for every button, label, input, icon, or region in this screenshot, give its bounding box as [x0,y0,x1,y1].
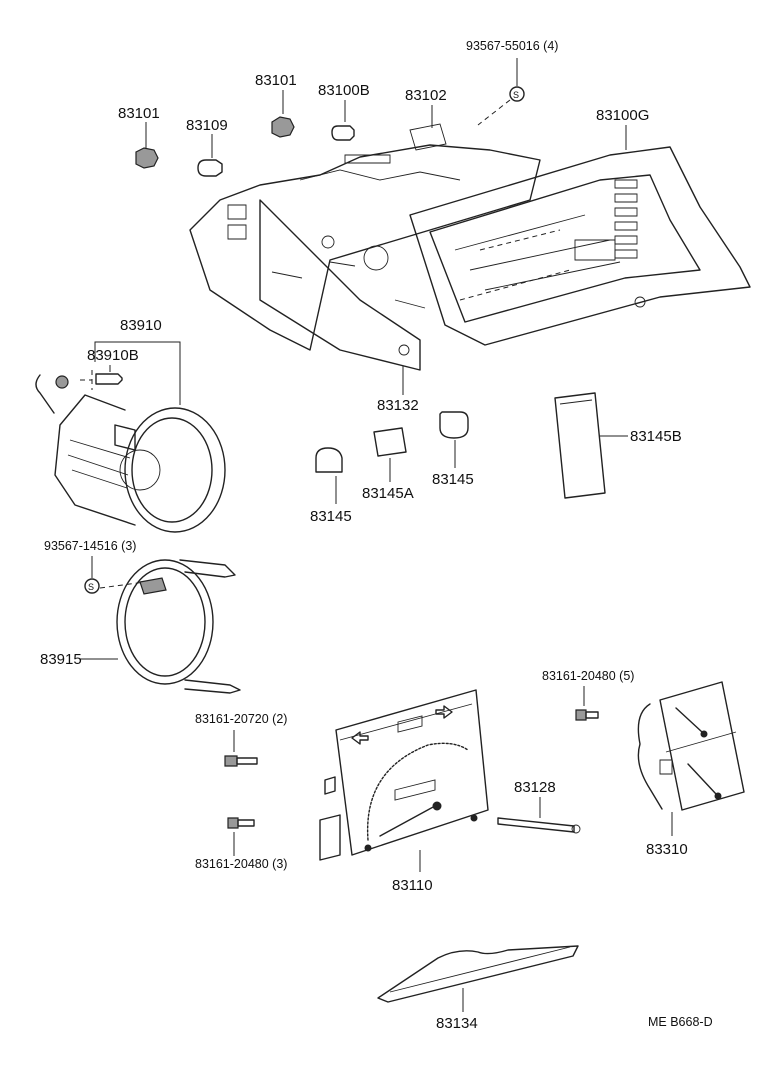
part-83132-group: 83132 [377,366,419,414]
label-83101-right: 83101 [255,72,297,89]
mounting-ring-83915 [116,559,214,685]
screw-93567-55016-group: 93567-55016 (4) S [466,39,558,126]
cover-83145B [554,392,606,499]
part-83110-group: 83110 [319,689,489,894]
label-83910B: 83910B [87,347,139,364]
label-83915: 83915 [40,651,82,668]
label-83145B: 83145B [630,428,682,445]
label-83132: 83132 [377,397,419,414]
label-93567-55016: 93567-55016 (4) [466,39,558,53]
label-83128: 83128 [514,779,556,796]
bolt-83161-20480-5 [575,709,587,721]
turn-signal-arrows [351,705,453,745]
label-83161-20480-3: 83161-20480 (3) [195,857,287,871]
bulb-83109 [197,159,223,177]
label-83100B: 83100B [318,82,370,99]
label-83161-20480-5: 83161-20480 (5) [542,669,634,683]
bolt-83161-20720-group: 83161-20720 (2) [195,712,287,767]
lens-83145-left [315,447,343,473]
part-83145-right-group: 83145 [432,411,474,488]
part-83128-group: 83128 [497,779,581,834]
gauge-83310 [659,681,745,811]
diagram-code: ME B668-D [648,1015,713,1029]
tach-body [54,394,136,526]
cluster-housing-group: 83102 83100G [189,87,751,371]
bolt-83161-20480-3 [227,817,239,829]
screw-symbol-letter: S [513,90,519,100]
label-93567-14516: 93567-14516 (3) [44,539,136,553]
speed-dial-arc [366,742,469,841]
speedometer-83110 [335,689,489,856]
label-83102: 83102 [405,87,447,104]
label-83109: 83109 [186,117,228,134]
part-83134-group: 83134 [377,945,579,1032]
lower-cover-83134 [377,945,579,1003]
tach-bezel-ring [124,407,226,533]
label-83110: 83110 [392,877,433,894]
lens-83145A [373,427,407,457]
bulb-83100B [331,125,355,141]
part-83101-right-group: 83101 [255,72,297,138]
label-83145-left: 83145 [310,508,352,525]
label-83161-20720: 83161-20720 (2) [195,712,287,726]
label-83310: 83310 [646,841,688,858]
screw-symbol-icon-2 [84,578,100,594]
bulb-83910B [95,373,123,385]
part-83910-group: 83910 83910B [35,317,226,533]
label-83145-right: 83145 [432,471,474,488]
part-83109-group: 83109 [186,117,228,177]
part-83145A-group: 83145A [362,427,414,502]
label-83101-left: 83101 [118,105,160,122]
bolt-83161-20720 [224,755,238,767]
label-83145A: 83145A [362,485,414,502]
part-83100B-group: 83100B [318,82,370,141]
part-83145B-group: 83145B [554,392,682,499]
bulb-socket-83101-right [271,116,295,138]
screw-symbol-icon [509,86,525,102]
part-83915-group: 93567-14516 (3) S 83915 [40,539,241,694]
lens-83145-right [439,411,469,439]
part-83310-group: 83161-20480 (5) 83310 [542,669,745,858]
socket-83910 [55,375,69,389]
label-83134: 83134 [436,1015,478,1032]
part-83145-left-group: 83145 [310,447,352,525]
screw-symbol-letter-2: S [88,582,94,592]
bulb-socket-83101-left [135,147,159,169]
bolt-83161-20480-3-group: 83161-20480 (3) [195,817,287,871]
front-bezel-83100G [409,146,751,346]
rear-case-83102 [189,144,541,351]
shaft-83128 [497,817,575,833]
part-83101-left-group: 83101 [118,105,160,169]
label-83910: 83910 [120,317,162,334]
label-83100G: 83100G [596,107,649,124]
